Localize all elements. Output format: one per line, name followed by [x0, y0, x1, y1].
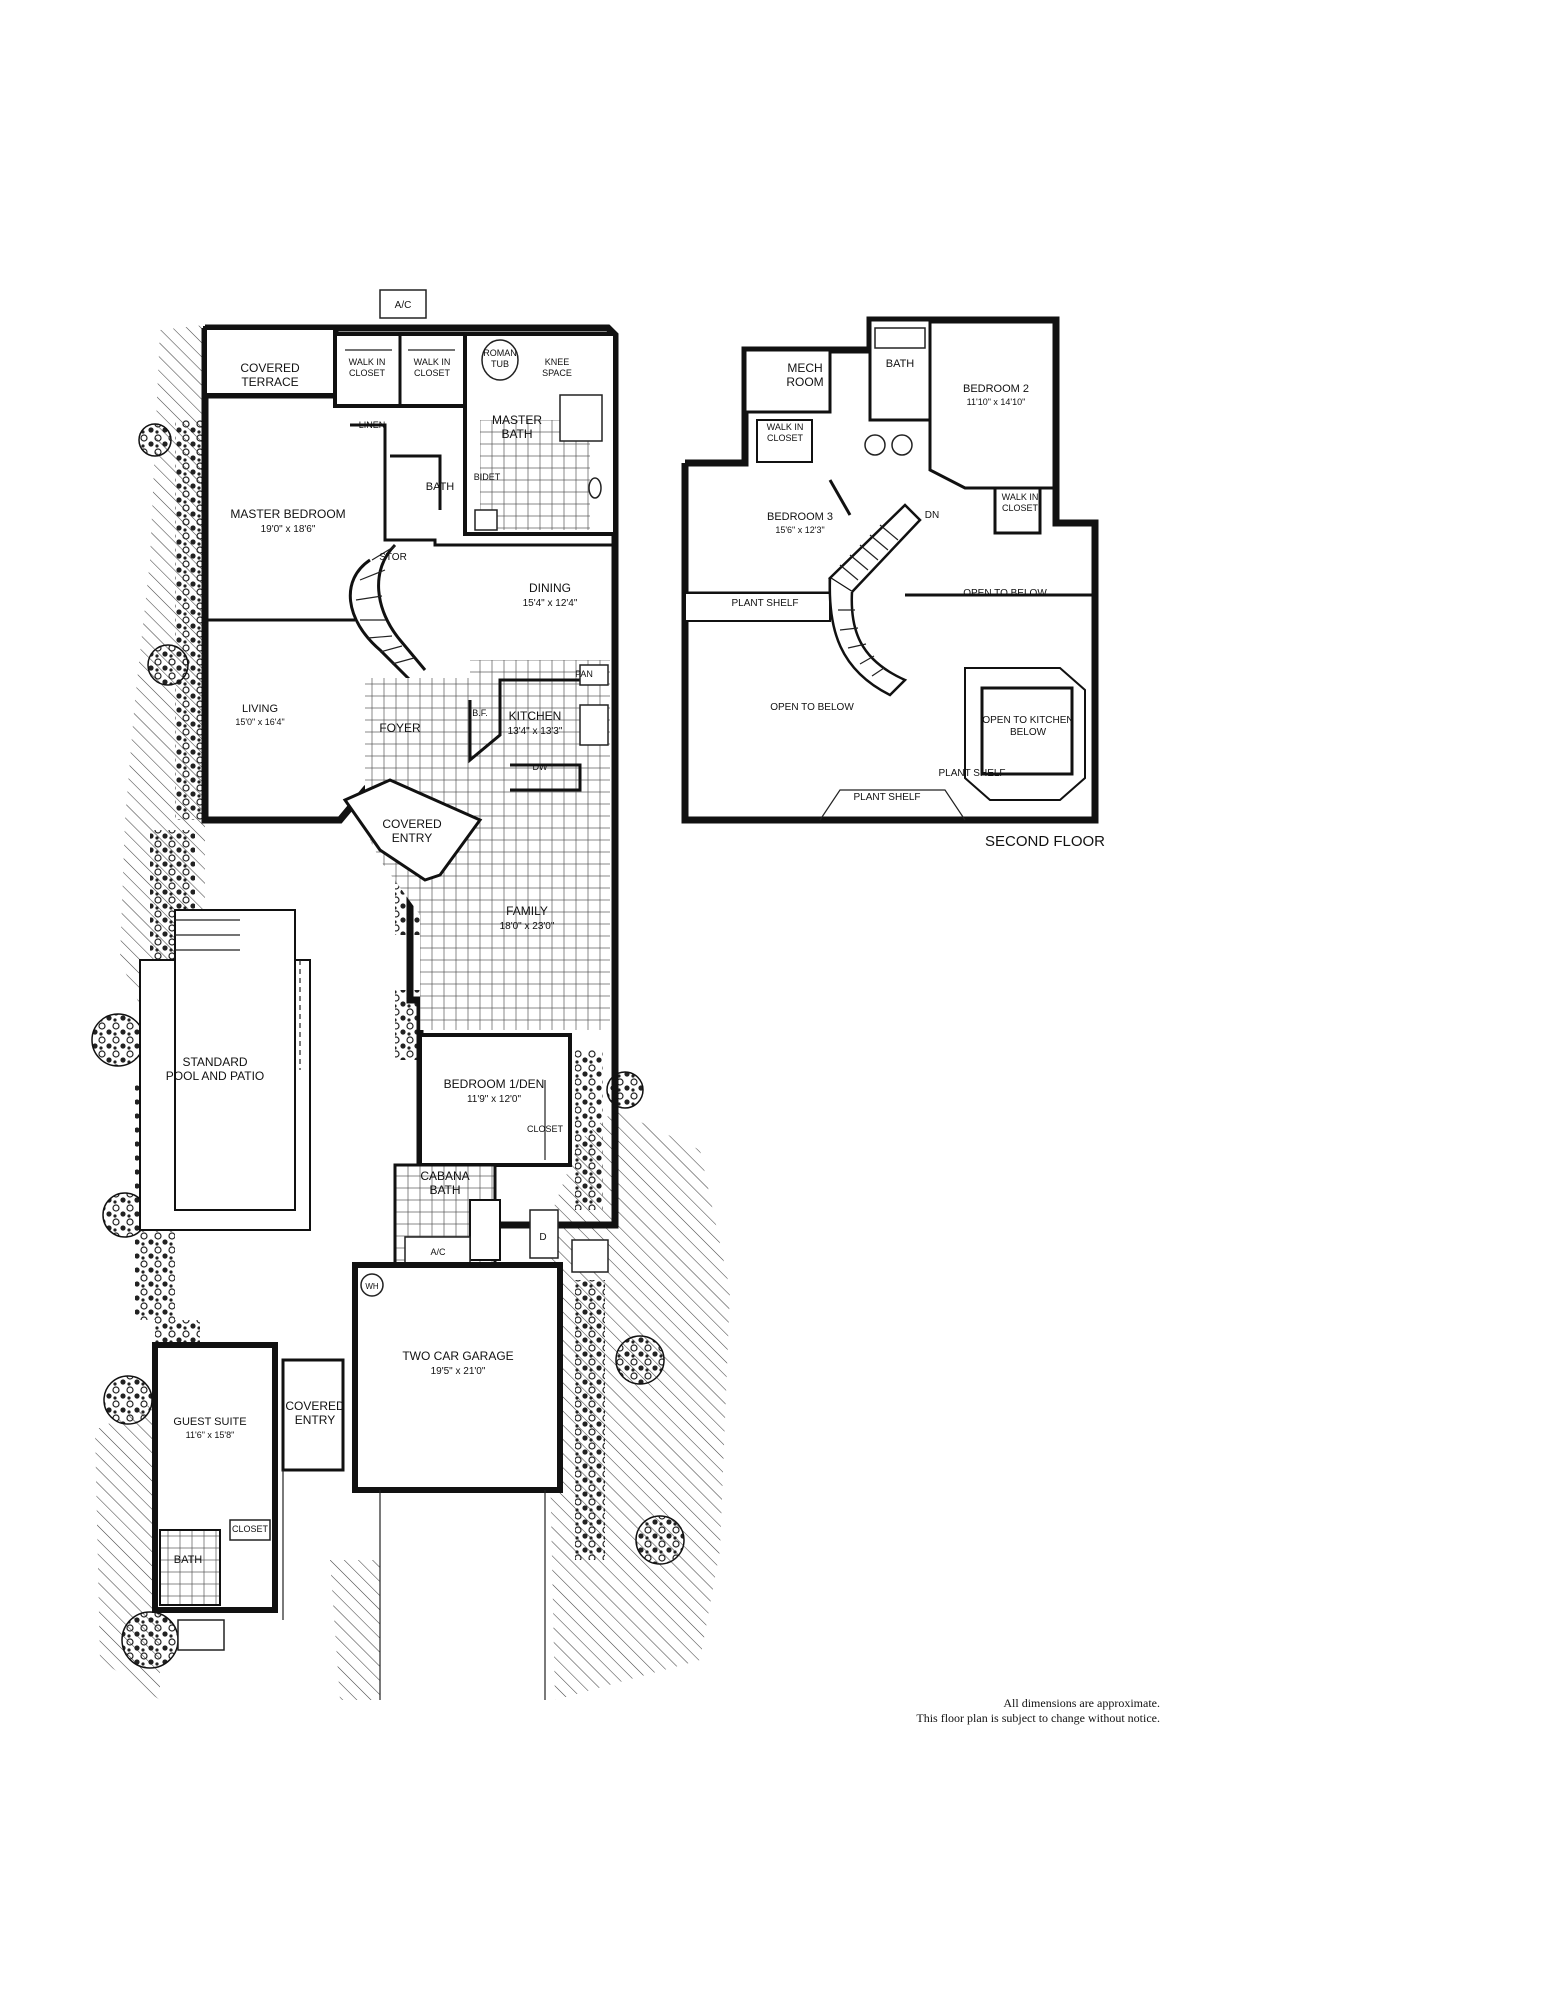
- pool-and-patio: [139, 909, 311, 1231]
- first-floor-room-label: CLOSET: [232, 1524, 269, 1534]
- first-floor-room-dimensions: 11'6" x 15'8": [186, 1430, 235, 1440]
- second-floor-room-label: DN: [925, 510, 939, 521]
- first-floor-room-dimensions: 15'4" x 12'4": [523, 598, 578, 609]
- first-floor-room-dimensions: 18'0" x 23'0": [500, 921, 555, 932]
- first-floor-room-dimensions: 19'5" x 21'0": [431, 1366, 486, 1377]
- second-floor-room-label: PLANT SHELF: [731, 598, 798, 609]
- first-floor-room-dimensions: 15'0" x 16'4": [235, 717, 284, 727]
- second-floor-room-label: PLANT SHELF: [853, 792, 920, 803]
- first-floor-room-label: PAN: [575, 669, 593, 679]
- first-floor-room-label: BIDET: [474, 472, 501, 482]
- second-floor-room-label: OPEN TO BELOW: [770, 702, 854, 713]
- first-floor-room-label: BATH: [426, 481, 455, 493]
- disclaimer-line-2: This floor plan is subject to change wit…: [916, 1711, 1160, 1725]
- second-floor-room-label: BATH: [886, 358, 915, 370]
- main-staircase: [348, 543, 427, 682]
- second-floor-room-dimensions: 15'6" x 12'3": [775, 525, 824, 535]
- first-floor-room-label: B.F.: [472, 708, 488, 718]
- first-floor-room-label: WH: [365, 1282, 379, 1291]
- first-floor-room-label: A/C: [430, 1247, 446, 1257]
- disclaimer-notes: All dimensions are approximate. This flo…: [840, 1696, 1160, 1726]
- second-floor-plan: [681, 316, 1099, 824]
- first-floor-room-label: LINEN: [359, 420, 386, 430]
- first-floor-room-dimensions: 11'9" x 12'0": [467, 1094, 522, 1105]
- second-floor-staircase: [827, 503, 922, 697]
- first-floor-room-dimensions: 13'4" x 13'3": [508, 726, 563, 737]
- second-floor-title: SECOND FLOOR: [985, 833, 1105, 850]
- first-floor-room-label: STOR: [379, 552, 407, 563]
- first-floor-room-label: BATH: [174, 1554, 203, 1566]
- second-floor-room-dimensions: 11'10" x 14'10": [967, 397, 1026, 407]
- second-floor-room-label: PLANT SHELF: [938, 768, 1005, 779]
- first-floor-plan: A/C: [91, 289, 730, 1700]
- first-floor-room-label: D: [539, 1232, 546, 1243]
- first-floor-room-label: FOYER: [379, 721, 421, 735]
- first-floor-room-dimensions: 19'0" x 18'6": [261, 524, 316, 535]
- first-floor-room-label: CLOSET: [527, 1124, 564, 1134]
- disclaimer-line-1: All dimensions are approximate.: [1003, 1696, 1160, 1710]
- ac-pad-label: A/C: [395, 300, 412, 311]
- second-floor-room-label: OPEN TO BELOW: [963, 588, 1047, 599]
- first-floor-room-label: DW: [533, 762, 548, 772]
